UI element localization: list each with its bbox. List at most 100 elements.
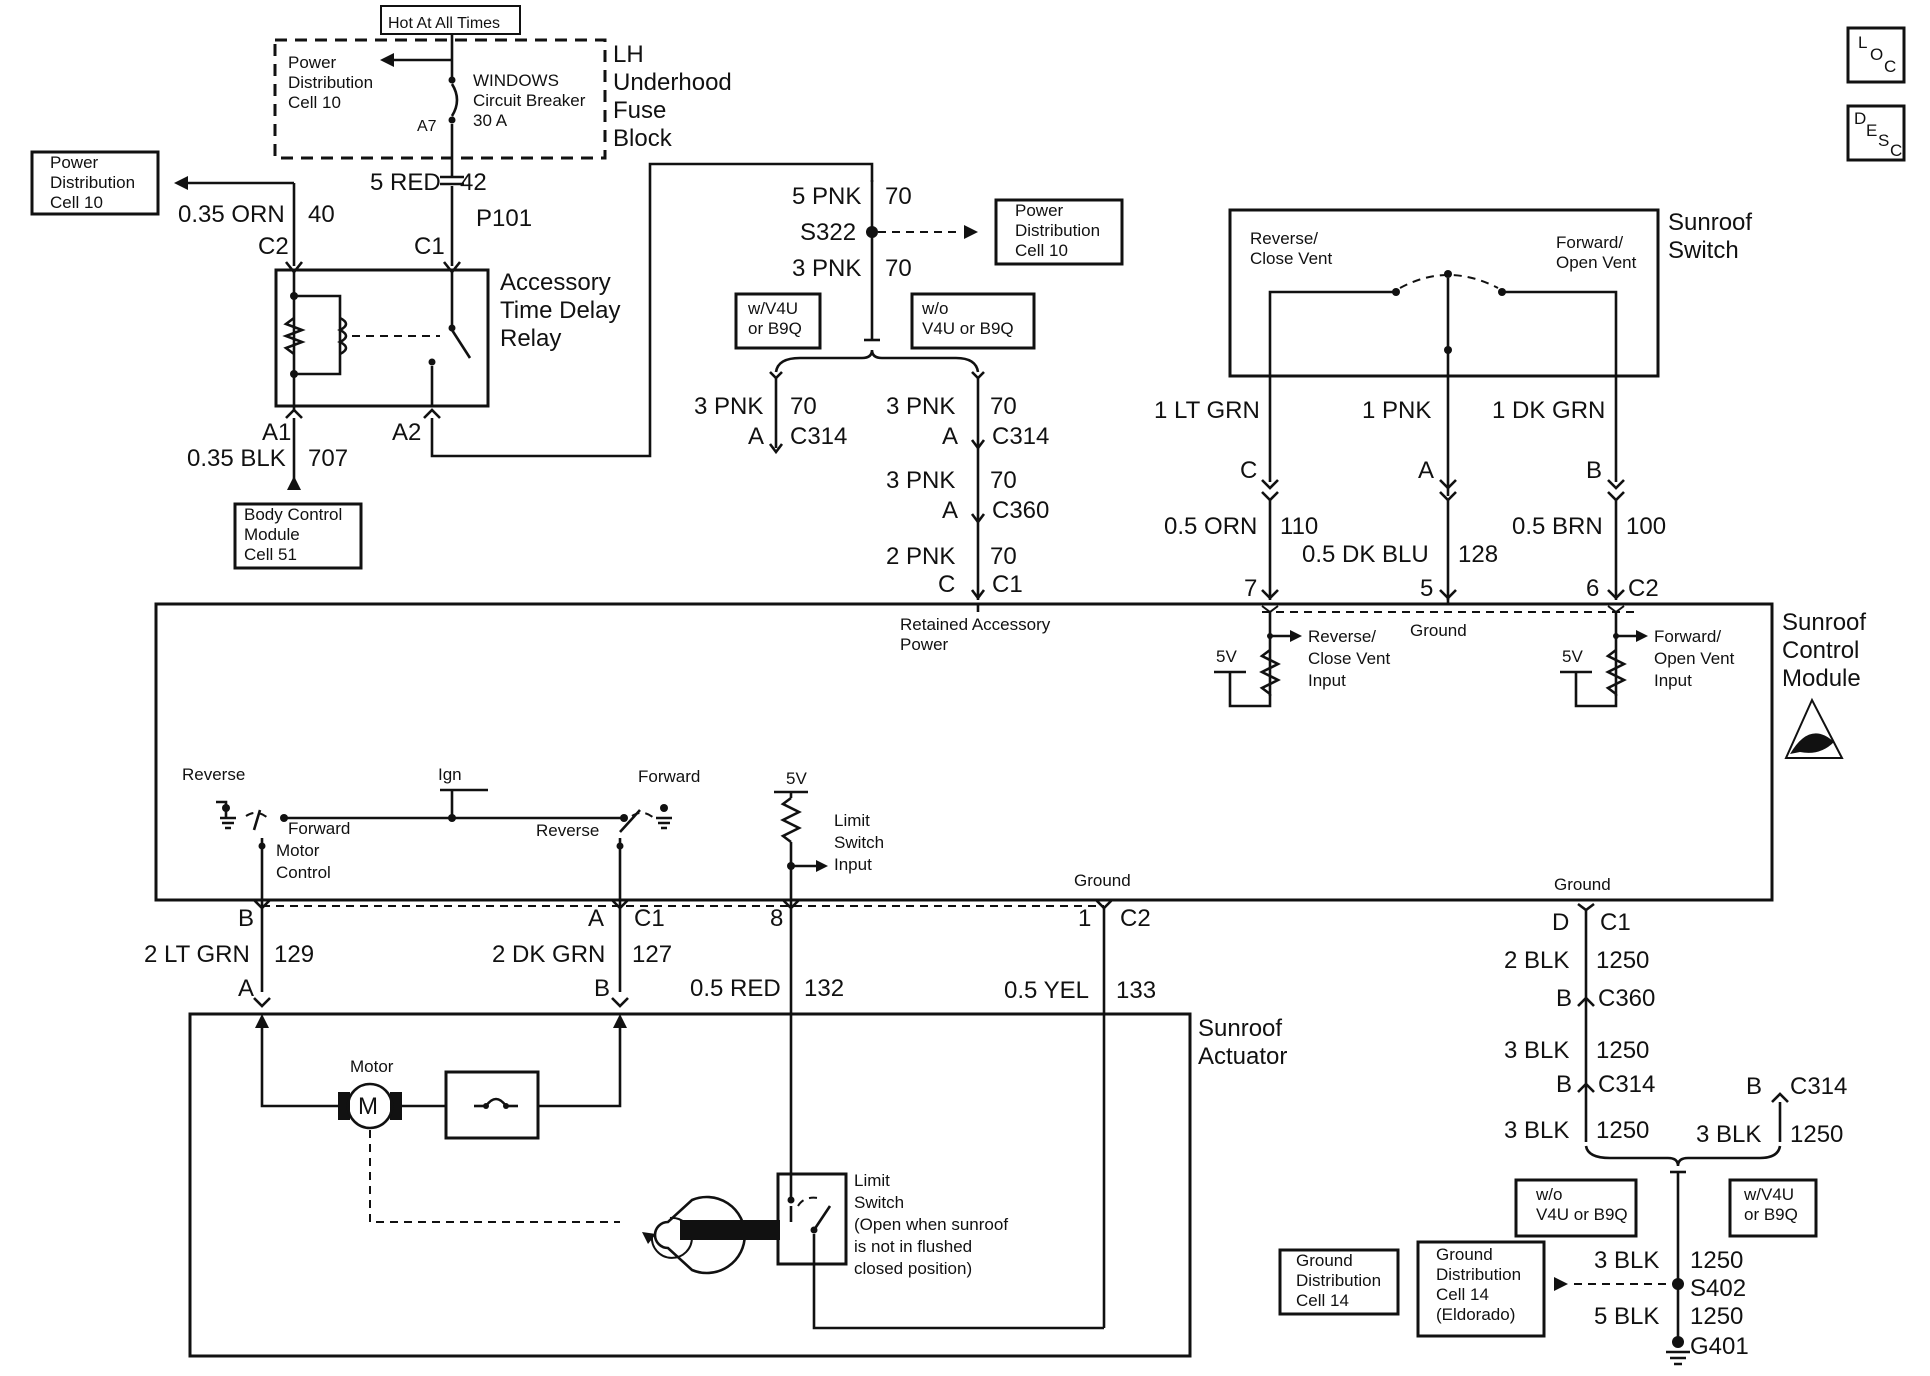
right-c360-chevron [970,513,986,525]
gnd-circ-1: 1250 [1596,947,1649,974]
switch-reverse-label: Reverse/ Close Vent [1250,229,1332,268]
switch-pin-b-mate [1607,491,1625,502]
relay-box [274,268,490,408]
option-without-box [910,292,1036,350]
lower-pin-1: 1 [1078,905,1091,932]
lower-conn-c1: C1 [634,905,665,932]
hot-at-all-times-box [380,5,521,35]
right-circuit-2: 70 [990,467,1017,494]
switch-pivot [1444,270,1452,278]
relay-pin-c2: C2 [258,233,289,260]
limit-switch-throw [797,1196,819,1207]
fwd-5v-label: 5V [1562,647,1583,666]
sunroof-switch-box [1228,208,1660,378]
switch-forward-label: Forward/ Open Vent [1556,233,1637,272]
circ-127-label: 127 [632,941,672,968]
left-wire-label: 3 PNK [694,393,763,420]
sunroof-switch: Sunroof Switch Reverse/ Close Vent Forwa… [1154,208,1752,602]
s402-circ-2: 1250 [1690,1303,1743,1330]
motor-brush-right [390,1092,402,1120]
relay-pin-a1: A1 [262,419,291,446]
desc-badge-s: S [1878,131,1889,150]
gnd-c360-chevron [1577,996,1595,1007]
fuse-block-title: LH Underhood Fuse Block [613,41,738,152]
desc-badge-e: E [1866,121,1877,140]
rev-input-arrow [1290,630,1302,642]
left-conn-label: C314 [790,423,847,450]
fuse-power-arrow [380,53,394,67]
actuator-pin-a-chevron [253,997,271,1008]
s402-wire-2: 5 BLK [1594,1303,1659,1330]
rev-input-node [1267,633,1273,639]
relay-pin-c1: C1 [414,233,445,260]
wire-129-label: 2 LT GRN [144,941,250,968]
option-with-box [734,292,822,350]
switch-rev-contact-wire [1268,290,1396,482]
lower-conn-c2: C2 [1120,905,1151,932]
fwd-input-node [1613,633,1619,639]
gnd-pin-d-chevron [1577,902,1595,912]
lower-pin-8: 8 [770,905,783,932]
loc-badge[interactable] [1846,26,1906,84]
s322-power-ref: Power Distribution Cell 10 [1015,201,1105,260]
ign-node [448,814,456,822]
module-title: Sunroof Control Module [1782,609,1873,692]
ground-path: D C1 2 BLK 1250 B C360 3 BLK 1250 B C314… [1278,902,1847,1366]
g401-node [1672,1336,1684,1348]
limit-5v-label: 5V [786,769,807,788]
left-pin-label: A [748,423,764,450]
right-relay-ground-contact [660,804,668,812]
loc-badge-c: C [1884,57,1896,76]
switch-pin-c-mate [1261,491,1279,502]
right-relay-throw [631,811,657,821]
module-pin-6-chevron [1607,589,1625,600]
module-circ-c: 110 [1280,513,1318,540]
module-lower-connectors: B A C1 8 1 C2 2 LT GRN 129 A 2 DK GRN 12… [144,899,1156,1328]
wire-132-label: 0.5 RED [690,975,781,1002]
fuse-block: Hot At All Times LH Underhood Fuse Block… [273,5,738,178]
limit-switch-blade [812,1205,832,1231]
loc-badge-l: L [1858,33,1867,52]
red-wire-label: 5 RED [370,169,441,196]
switch-pin-b-chevron [1607,479,1625,490]
breaker-contact-bottom [448,116,456,124]
forward-label: Forward [638,767,700,786]
relay-switch-blade [450,329,472,359]
reference-badges: L O C D E S C [1846,26,1906,162]
right-pin-1: A [942,423,958,450]
desc-badge[interactable] [1846,104,1906,162]
option-without-label: w/o V4U or B9Q [921,299,1014,338]
gnd-alt-chevron [1771,1092,1789,1103]
fwd-input-label: Forward/ Open Vent Input [1654,627,1739,690]
gnd-pin-d: D [1552,909,1569,936]
module-ground-mid: Ground [1074,871,1131,890]
left-c314-top [769,371,783,380]
switch-fwd-contact [1498,288,1506,296]
module-circ-b: 100 [1626,513,1666,540]
motor-icon [346,1082,394,1130]
bcm-arrow [287,476,301,490]
gnd-ref2-box [1416,1240,1546,1338]
rev-5v-line [1228,672,1272,708]
actuator-title: Sunroof Actuator [1198,1015,1289,1070]
gnd-opt-with: w/V4U or B9Q [1743,1185,1799,1224]
switch-throw-arc [1399,274,1499,289]
fuse-block-boundary [273,38,607,160]
ground-icon [1666,1350,1690,1366]
relay-switch-pivot [448,324,456,332]
gnd-opt-without-box [1514,1178,1638,1238]
switch-pin-c-chevron [1261,479,1279,490]
sunroof-actuator: Sunroof Actuator M Motor Limit [188,1012,1289,1358]
g401-label: G401 [1690,1333,1749,1360]
right-pin-2: A [942,497,958,524]
gnd-conn-2: C314 [1598,1071,1655,1098]
gnd-alt-wire-label: 3 BLK [1696,1121,1761,1148]
thermal-breaker-element [484,1097,508,1107]
sunroof-control-module: Sunroof Control Module Retained Accessor… [154,596,1873,906]
module-wire-b: 0.5 BRN [1512,513,1603,540]
motor-control-label: Motor Control [276,841,331,882]
relay-coil-loop [294,294,342,376]
relay-coil [337,316,348,356]
switch-pin-b: B [1586,457,1602,484]
wire-127-label: 2 DK GRN [492,941,605,968]
